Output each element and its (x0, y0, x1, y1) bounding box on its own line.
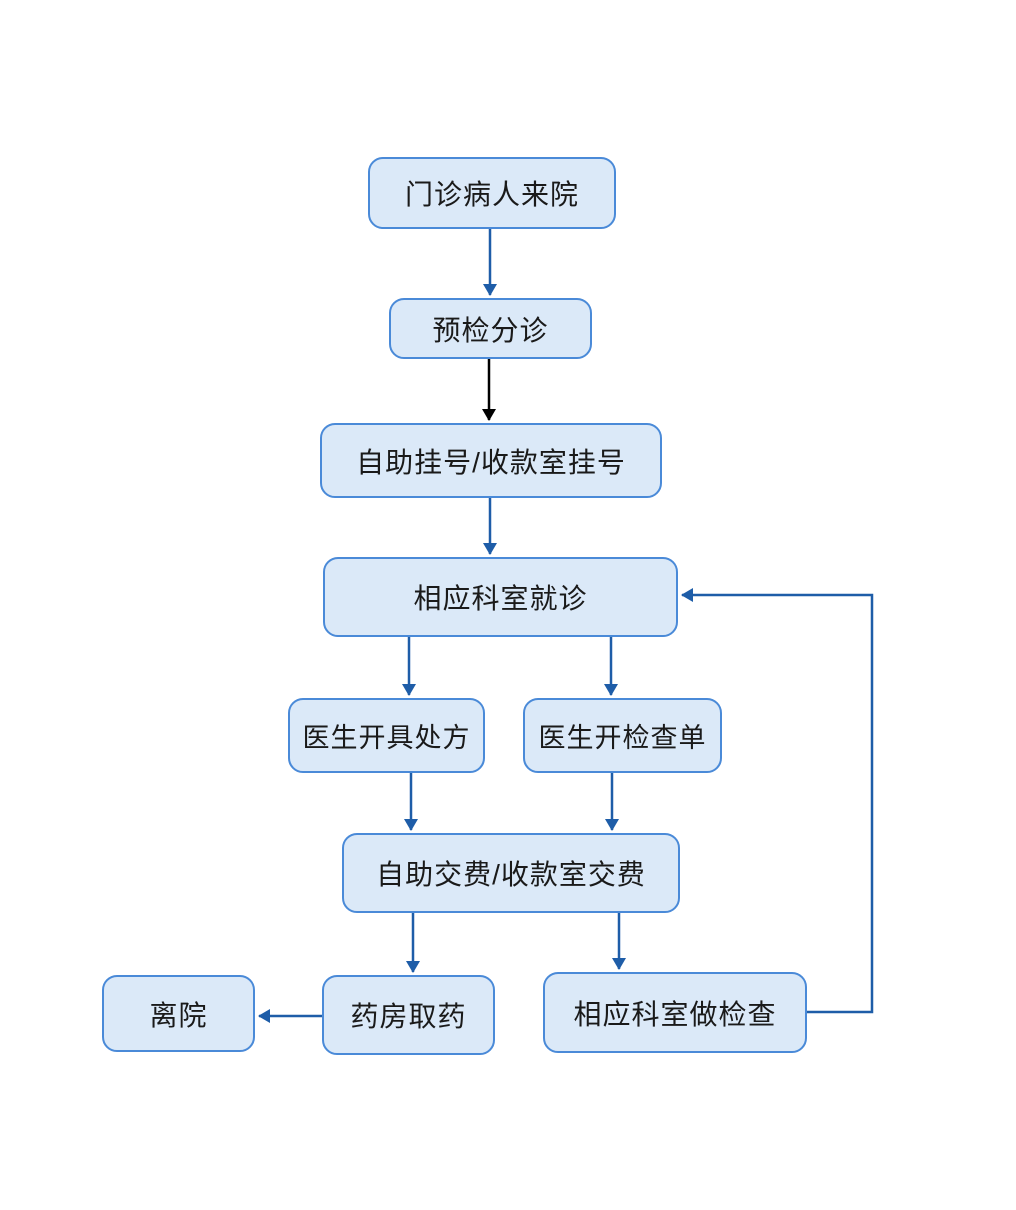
node-department-exam: 相应科室做检查 (543, 972, 807, 1053)
node-registration: 自助挂号/收款室挂号 (320, 423, 662, 498)
node-label: 预检分诊 (432, 314, 549, 346)
node-leave-hospital: 离院 (102, 975, 255, 1052)
node-label: 药房取药 (350, 1001, 467, 1032)
node-label: 离院 (149, 999, 208, 1031)
node-patient-arrives: 门诊病人来院 (368, 157, 616, 229)
node-pre-check-triage: 预检分诊 (389, 298, 592, 359)
node-pharmacy-pickup: 药房取药 (322, 975, 495, 1055)
node-label: 医生开检查单 (538, 723, 707, 753)
node-label: 相应科室做检查 (573, 998, 777, 1030)
node-payment: 自助交费/收款室交费 (342, 833, 680, 913)
node-label: 相应科室就诊 (413, 583, 588, 614)
node-label: 自助挂号/收款室挂号 (356, 446, 626, 478)
node-label: 医生开具处方 (302, 723, 471, 753)
arrow-exam-to-visit-loop (681, 588, 874, 1014)
node-doctor-exam-order: 医生开检查单 (523, 698, 722, 773)
node-label: 自助交费/收款室交费 (376, 859, 646, 890)
node-department-visit: 相应科室就诊 (323, 557, 678, 637)
node-label: 门诊病人来院 (404, 179, 579, 210)
node-doctor-prescription: 医生开具处方 (288, 698, 485, 773)
